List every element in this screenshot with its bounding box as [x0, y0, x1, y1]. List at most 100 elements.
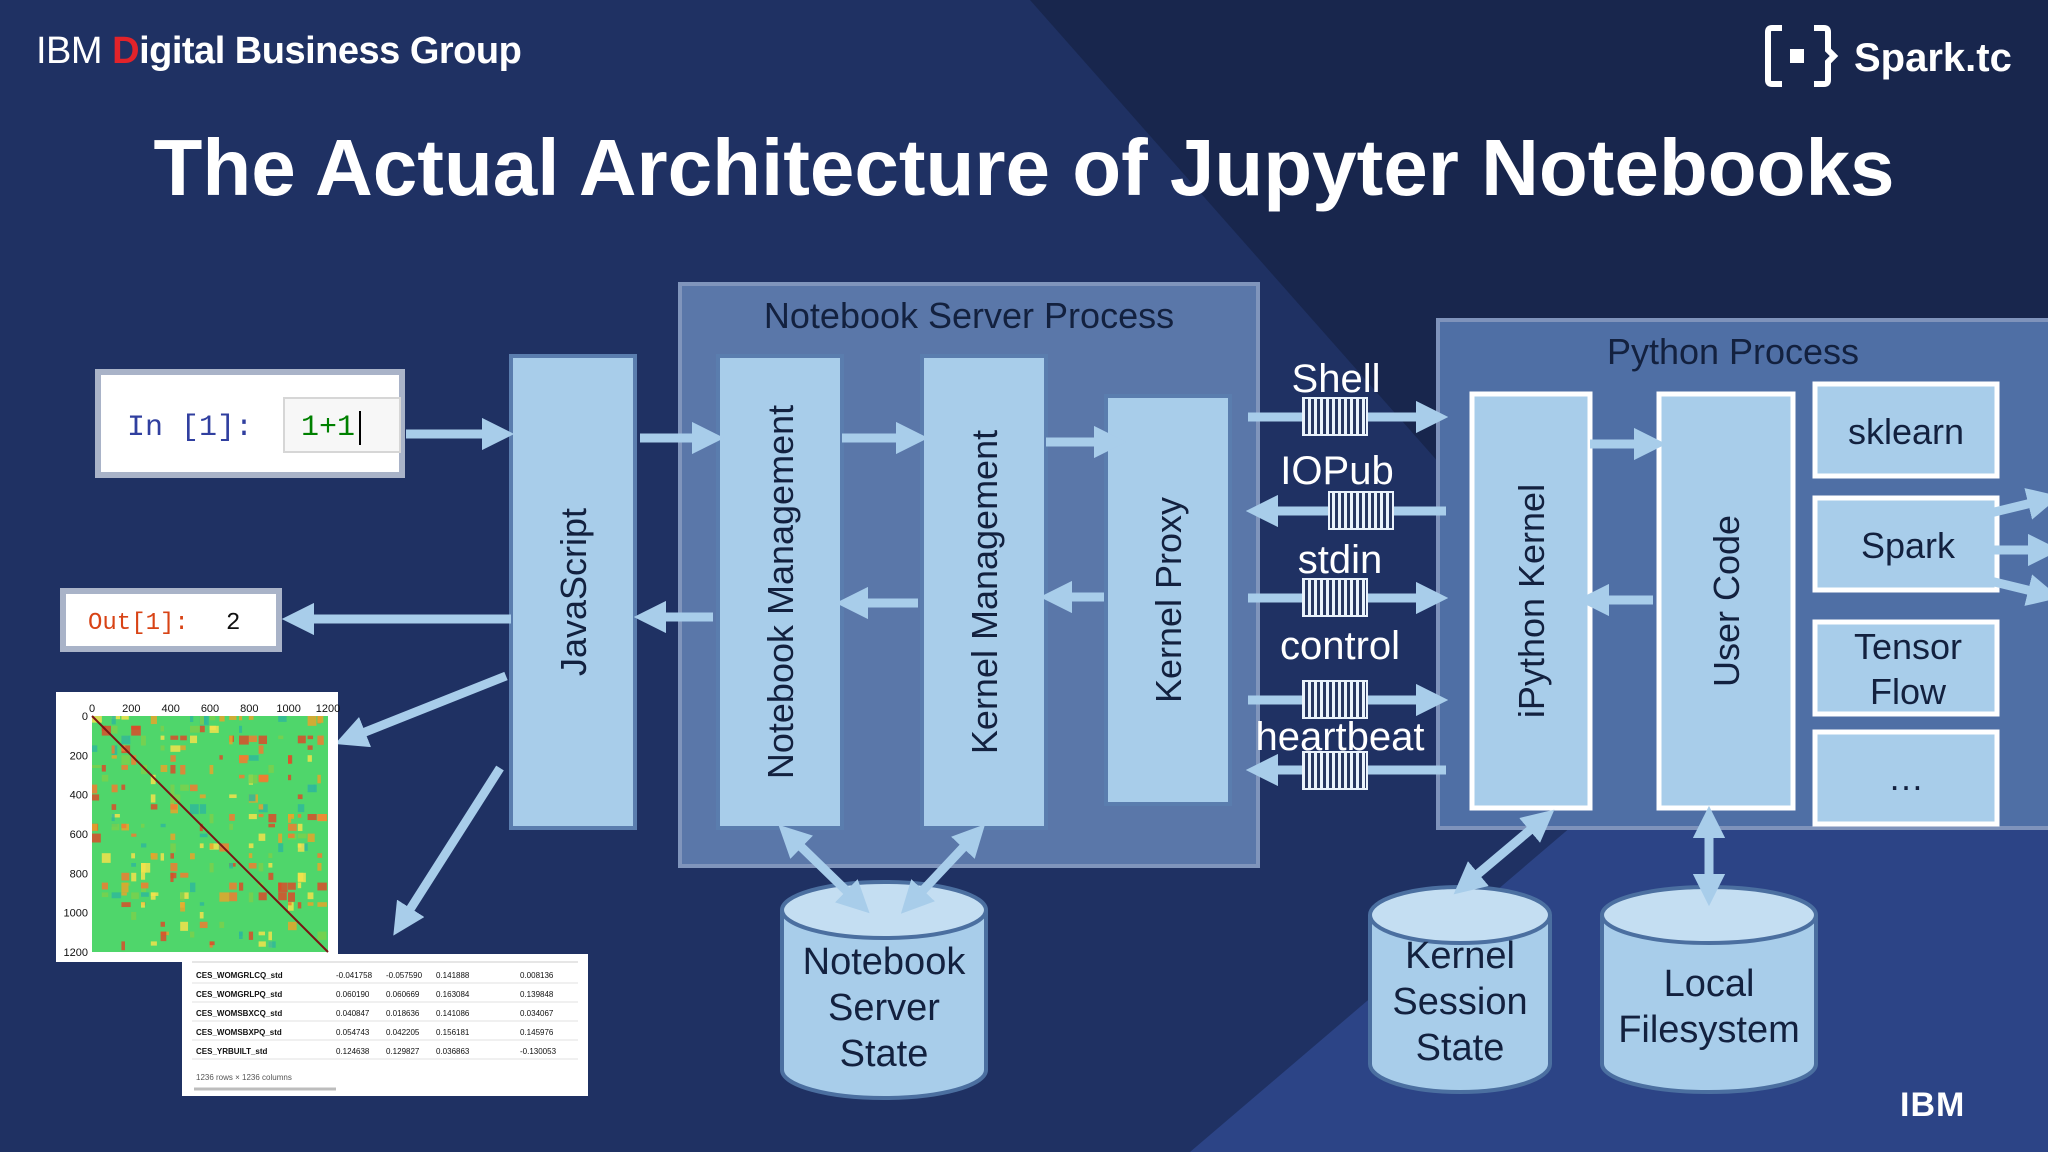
heatmap-cell: [170, 833, 176, 841]
heatmap-cell: [92, 794, 100, 801]
local-filesystem-store[interactable]: Local Filesystem: [1600, 885, 1818, 1094]
heatmap-cell: [278, 833, 283, 843]
library-spark-label: Spark: [1861, 525, 1956, 566]
heatmap-cell: [101, 765, 106, 772]
heatmap-cell: [209, 843, 214, 850]
heatmap-cell: [307, 716, 317, 726]
user-code-component[interactable]: User Code: [1656, 391, 1796, 811]
heatmap-y-tick: 0: [82, 711, 88, 723]
heatmap-cell: [268, 863, 273, 868]
heatmap-cell: [131, 912, 137, 920]
heatmap-cell: [248, 853, 253, 859]
heatmap-cell: [190, 716, 194, 723]
heatmap-cell: [288, 755, 293, 764]
table-cell: 0.042205: [386, 1028, 420, 1037]
heatmap-cell: [111, 814, 120, 818]
table-cell: 0.163084: [436, 990, 470, 999]
heatmap-cell: [131, 863, 137, 867]
heatmap-cell: [131, 833, 137, 837]
kernel-management-component[interactable]: Kernel Management: [920, 354, 1048, 830]
heatmap-cell: [307, 892, 314, 900]
heatmap-cell: [190, 735, 198, 744]
heatmap-cell: [317, 735, 324, 745]
notebook-server-label: Notebook Server Process: [764, 295, 1174, 336]
heatmap-cell: [239, 774, 245, 779]
heatmap-cell: [150, 804, 158, 810]
library-spark[interactable]: Spark: [1812, 495, 2000, 593]
notebook-input-cell[interactable]: In [1]: 1+1: [95, 369, 405, 478]
heatmap-cell: [219, 716, 225, 722]
heatmap-cell: [121, 902, 131, 908]
heatmap-cell: [209, 716, 216, 721]
heatmap-cell: [248, 774, 258, 784]
table-cell: -0.041758: [336, 971, 373, 980]
heatmap-cell: [199, 794, 206, 799]
heatmap-cell: [248, 814, 257, 820]
heatmap-y-tick: 1000: [64, 908, 88, 920]
table-cell: 0.008136: [520, 971, 554, 980]
heatmap-cell: [278, 735, 284, 740]
heatmap-cell: [258, 745, 264, 754]
heatmap-cell: [199, 921, 208, 929]
table-row-header: CES_WOMGRLPQ_std: [196, 990, 282, 999]
heatmap-cell: [219, 921, 225, 928]
heatmap-y-tick: 200: [70, 750, 88, 762]
ipython-kernel-component[interactable]: iPython Kernel: [1469, 391, 1593, 811]
arrow-spark-out-1: [1976, 488, 2048, 521]
notebook-output-cell: Out[1]: 2: [60, 588, 282, 652]
heatmap-cell: [180, 745, 186, 751]
heatmap-cell: [141, 872, 146, 880]
heatmap-cell: [307, 833, 315, 843]
heatmap-cell: [111, 814, 115, 822]
filesystem-label-2: Filesystem: [1618, 1009, 1800, 1051]
heatmap-cell: [278, 892, 287, 901]
kernel-state-label-1: Kernel: [1405, 935, 1515, 977]
heatmap-cell: [131, 853, 136, 859]
heatmap-cell: [268, 823, 275, 828]
notebook-state-label-1: Notebook: [803, 941, 967, 983]
heatmap-cell: [258, 804, 264, 810]
heatmap-cell: [92, 745, 98, 752]
table-cell: 0.124638: [336, 1047, 370, 1056]
kernel-proxy-component[interactable]: Kernel Proxy: [1104, 394, 1232, 806]
heatmap-cell: [180, 784, 189, 791]
heatmap-cell: [180, 892, 189, 899]
code-input[interactable]: 1+1: [283, 397, 401, 453]
heatmap-cell: [307, 745, 313, 750]
javascript-component[interactable]: JavaScript: [509, 354, 637, 830]
table-cell: 0.139848: [520, 990, 554, 999]
heatmap-cell: [111, 745, 115, 754]
heatmap-cell: [288, 892, 295, 902]
heatmap-cell: [278, 716, 287, 722]
heatmap-cell: [121, 892, 127, 896]
notebook-management-component[interactable]: Notebook Management: [716, 354, 844, 830]
table-cell: 0.129827: [386, 1047, 420, 1056]
heatmap-cell: [150, 853, 158, 860]
heatmap-cell: [150, 941, 157, 946]
heatmap-cell: [209, 725, 216, 730]
library-sklearn[interactable]: sklearn: [1812, 381, 2000, 479]
library-tensorflow[interactable]: Tensor Flow: [1812, 619, 2000, 717]
heatmap-cell: [268, 872, 274, 880]
heatmap-cell: [229, 823, 234, 830]
heatmap-cell: [121, 735, 131, 745]
heatmap-cell: [141, 863, 146, 873]
heatmap-cell: [170, 843, 176, 853]
heatmap-x-tick: 600: [201, 703, 219, 715]
heatmap-cell: [297, 735, 306, 744]
heatmap-cell: [288, 921, 297, 931]
heatmap-cell: [160, 853, 165, 861]
kernel-session-state-store[interactable]: Kernel Session State: [1368, 885, 1552, 1094]
heatmap-cell: [297, 882, 302, 889]
heatmap-cell: [170, 784, 175, 795]
notebook-server-state-store[interactable]: Notebook Server State: [780, 880, 988, 1100]
table-cell: 0.156181: [436, 1028, 470, 1037]
library-more[interactable]: …: [1812, 729, 2000, 827]
heatmap-cell: [209, 863, 214, 873]
heatmap-cell: [248, 931, 254, 940]
heatmap-cell: [248, 794, 256, 802]
brand-ibm: IBM: [36, 30, 103, 72]
heatmap-cell: [248, 755, 259, 761]
